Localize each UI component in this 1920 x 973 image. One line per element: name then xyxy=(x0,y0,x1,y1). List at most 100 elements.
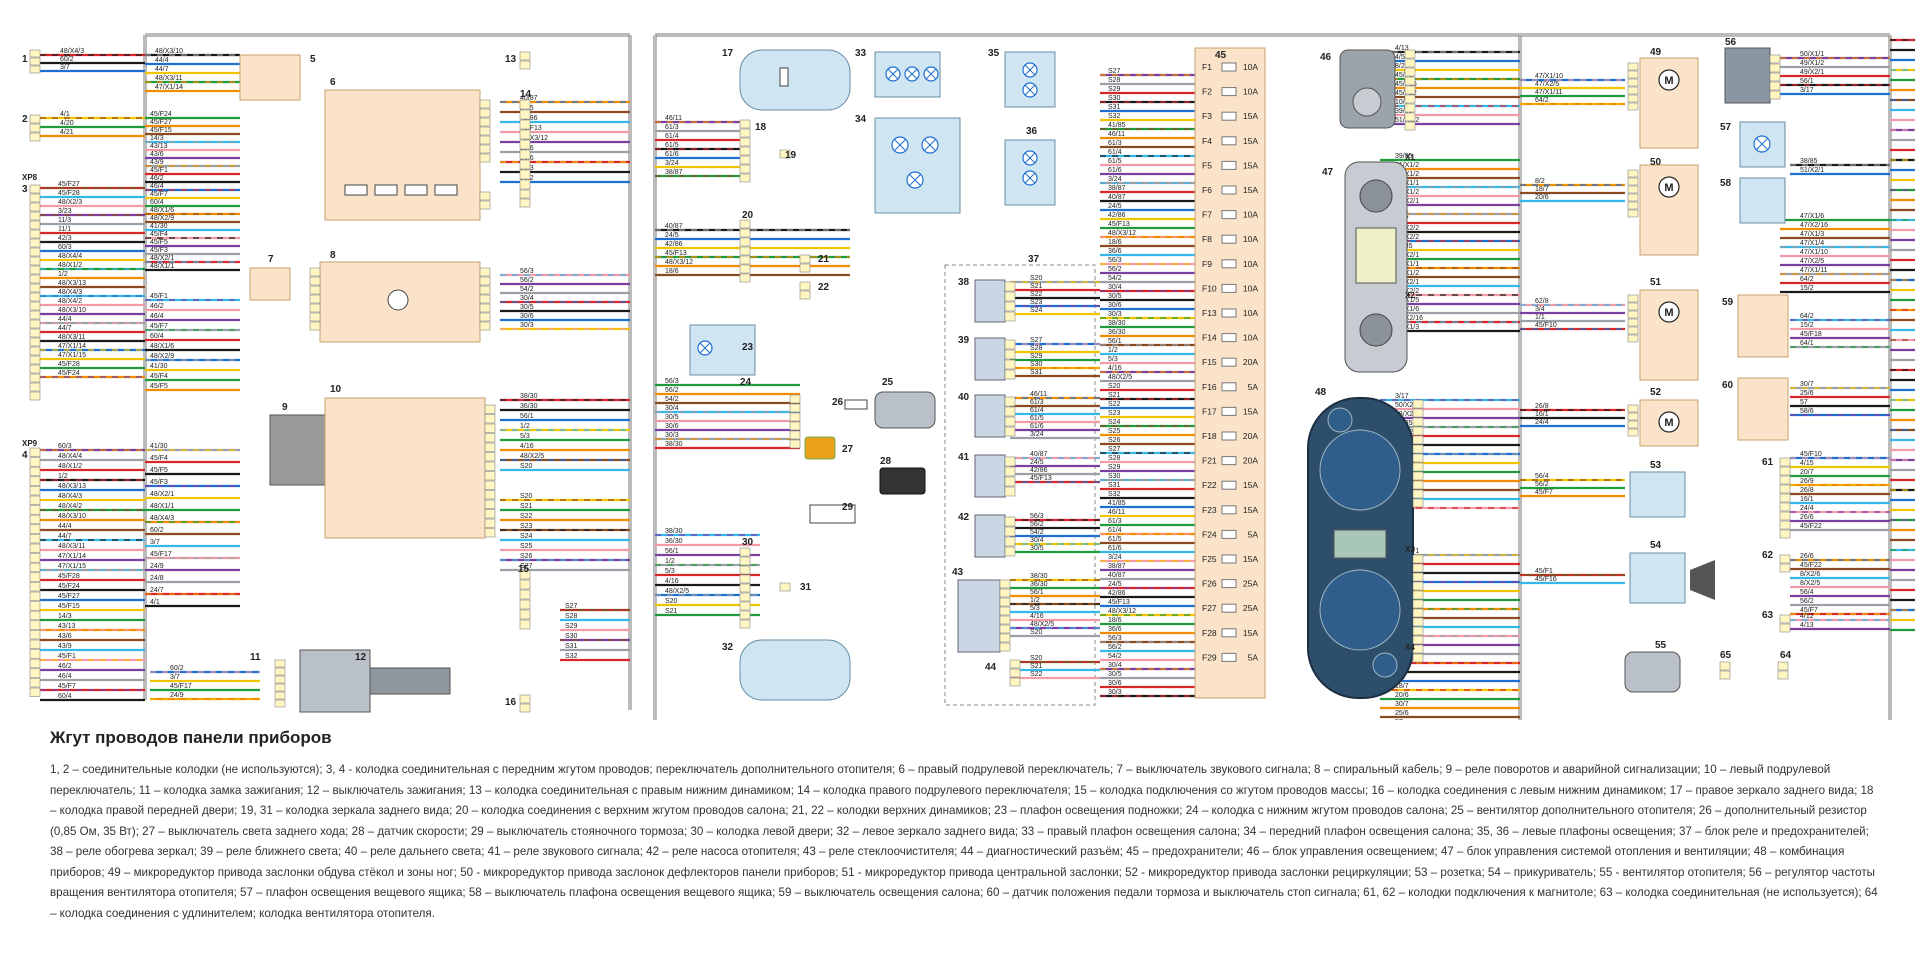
wire-label: S30 xyxy=(1030,361,1043,368)
resistor xyxy=(374,184,398,196)
connector-pin xyxy=(309,276,321,286)
connector-pin xyxy=(484,423,496,433)
connector-pin xyxy=(484,461,496,471)
wire-label: 36/6 xyxy=(1108,248,1122,255)
connector-pin xyxy=(519,159,531,170)
wire-label: 64/2 xyxy=(1800,313,1814,320)
connector-pin xyxy=(484,404,496,414)
connector-pin xyxy=(1412,653,1424,663)
wire-label: 45/F10 xyxy=(1535,322,1557,329)
fuse-rating: 10A xyxy=(1243,333,1258,343)
connector-pin xyxy=(29,229,41,239)
lamp-cross xyxy=(1024,172,1036,184)
wire-label: 3/24 xyxy=(1108,554,1122,561)
fuse-symbol xyxy=(1221,382,1237,392)
wire-label: 18/6 xyxy=(665,268,679,275)
wire-label: 60/2 xyxy=(150,527,164,534)
wire-label: 48/X4/3 xyxy=(58,289,82,296)
wire-label: 45/F5 xyxy=(150,239,168,246)
connector-pin xyxy=(484,442,496,452)
wire-label: 50/X1/1 xyxy=(1800,51,1824,58)
connector-pin xyxy=(29,373,41,383)
wire-label: 20/6 xyxy=(1535,194,1549,201)
wire-label: 44/4 xyxy=(155,57,169,64)
wire-label: 3/4 xyxy=(1535,306,1545,313)
connector-pin xyxy=(519,198,531,208)
connector-pin xyxy=(739,119,751,129)
wire-label: 43/9 xyxy=(58,643,72,650)
wire-label: 3/17 xyxy=(1395,393,1409,400)
wire-label: 48/X3/10 xyxy=(155,48,183,55)
component-number-56: 56 xyxy=(1725,37,1737,48)
wire-label: 47/X1/4 xyxy=(1800,240,1824,247)
wire-label: S29 xyxy=(1108,464,1121,471)
connector-pin xyxy=(1779,520,1791,530)
connector-pin xyxy=(1404,112,1416,122)
component-number-29: 29 xyxy=(842,502,854,513)
component-number-19: 19 xyxy=(785,150,797,161)
horn-switch-7 xyxy=(249,267,291,301)
wire-label: 48/X4/2 xyxy=(58,503,82,510)
wire-label: S28 xyxy=(1108,455,1121,462)
fuse-symbol xyxy=(1221,62,1237,72)
wire-label: 42/3 xyxy=(58,235,72,242)
wire-label: 30/6 xyxy=(1108,680,1122,687)
left-lamp-35 xyxy=(1004,51,1056,108)
component-number-41: 41 xyxy=(958,452,970,463)
fuse-rating: 10A xyxy=(1243,87,1258,97)
wire-label: 47/X1/3 xyxy=(1800,231,1824,238)
wire-label: 3/24 xyxy=(1030,431,1044,438)
wire-label: 48/X2/5 xyxy=(520,453,544,460)
wire-label: 45/F1 xyxy=(1535,568,1553,575)
connector-pin xyxy=(274,659,286,668)
fuse-rating: 10A xyxy=(1243,210,1258,220)
wire-label: 48/X3/13 xyxy=(58,280,86,287)
connector-pin xyxy=(739,137,751,147)
connector-pin xyxy=(999,642,1011,652)
wire-label: 64/1 xyxy=(1800,340,1814,347)
wire-label: 43/9 xyxy=(150,159,164,166)
component-number-23: 23 xyxy=(742,342,754,353)
wire-label: 48/X1/1 xyxy=(150,263,174,270)
wire-label: S24 xyxy=(1030,307,1043,314)
connector-pin xyxy=(1779,614,1791,624)
connector-pin xyxy=(1627,62,1639,71)
wire-label: 48/X4/3 xyxy=(60,48,84,55)
connector-pin xyxy=(789,412,801,422)
component-number-15: 15 xyxy=(518,564,530,575)
connector-pin xyxy=(484,509,496,519)
right-stalk-switch-6 xyxy=(324,89,481,221)
wire-label: 48/X2/5 xyxy=(1030,621,1054,628)
connector-pin xyxy=(29,211,41,221)
connector-pin xyxy=(1404,94,1416,104)
resistor-26 xyxy=(844,399,868,410)
component-number-25: 25 xyxy=(882,377,894,388)
connector-pin xyxy=(29,328,41,338)
connector-pin xyxy=(29,220,41,230)
connector-pin xyxy=(29,382,41,392)
component-number-63: 63 xyxy=(1762,610,1774,621)
wire-label: 24/9 xyxy=(150,563,164,570)
connector-pin xyxy=(484,433,496,443)
wire-label: 48/X4/3 xyxy=(150,515,174,522)
connector-pin xyxy=(739,228,751,238)
wire-label: 60/3 xyxy=(58,443,72,450)
wire-label: 1/2 xyxy=(1108,347,1118,354)
wire-label: 26/8 xyxy=(1535,403,1549,410)
wire-label: 48/X1/6 xyxy=(150,343,174,350)
lighting-knob xyxy=(1352,87,1382,117)
wire-label: 46/4 xyxy=(150,183,164,190)
switch-5 xyxy=(239,54,301,101)
connector-pin xyxy=(1412,489,1424,499)
wire-label: 48/X1/2 xyxy=(58,463,82,470)
connector-pin xyxy=(479,135,491,145)
connector-pin xyxy=(1004,311,1016,322)
wire-label: S26 xyxy=(1108,437,1121,444)
component-number-30: 30 xyxy=(742,537,754,548)
connector-pin xyxy=(739,237,751,247)
